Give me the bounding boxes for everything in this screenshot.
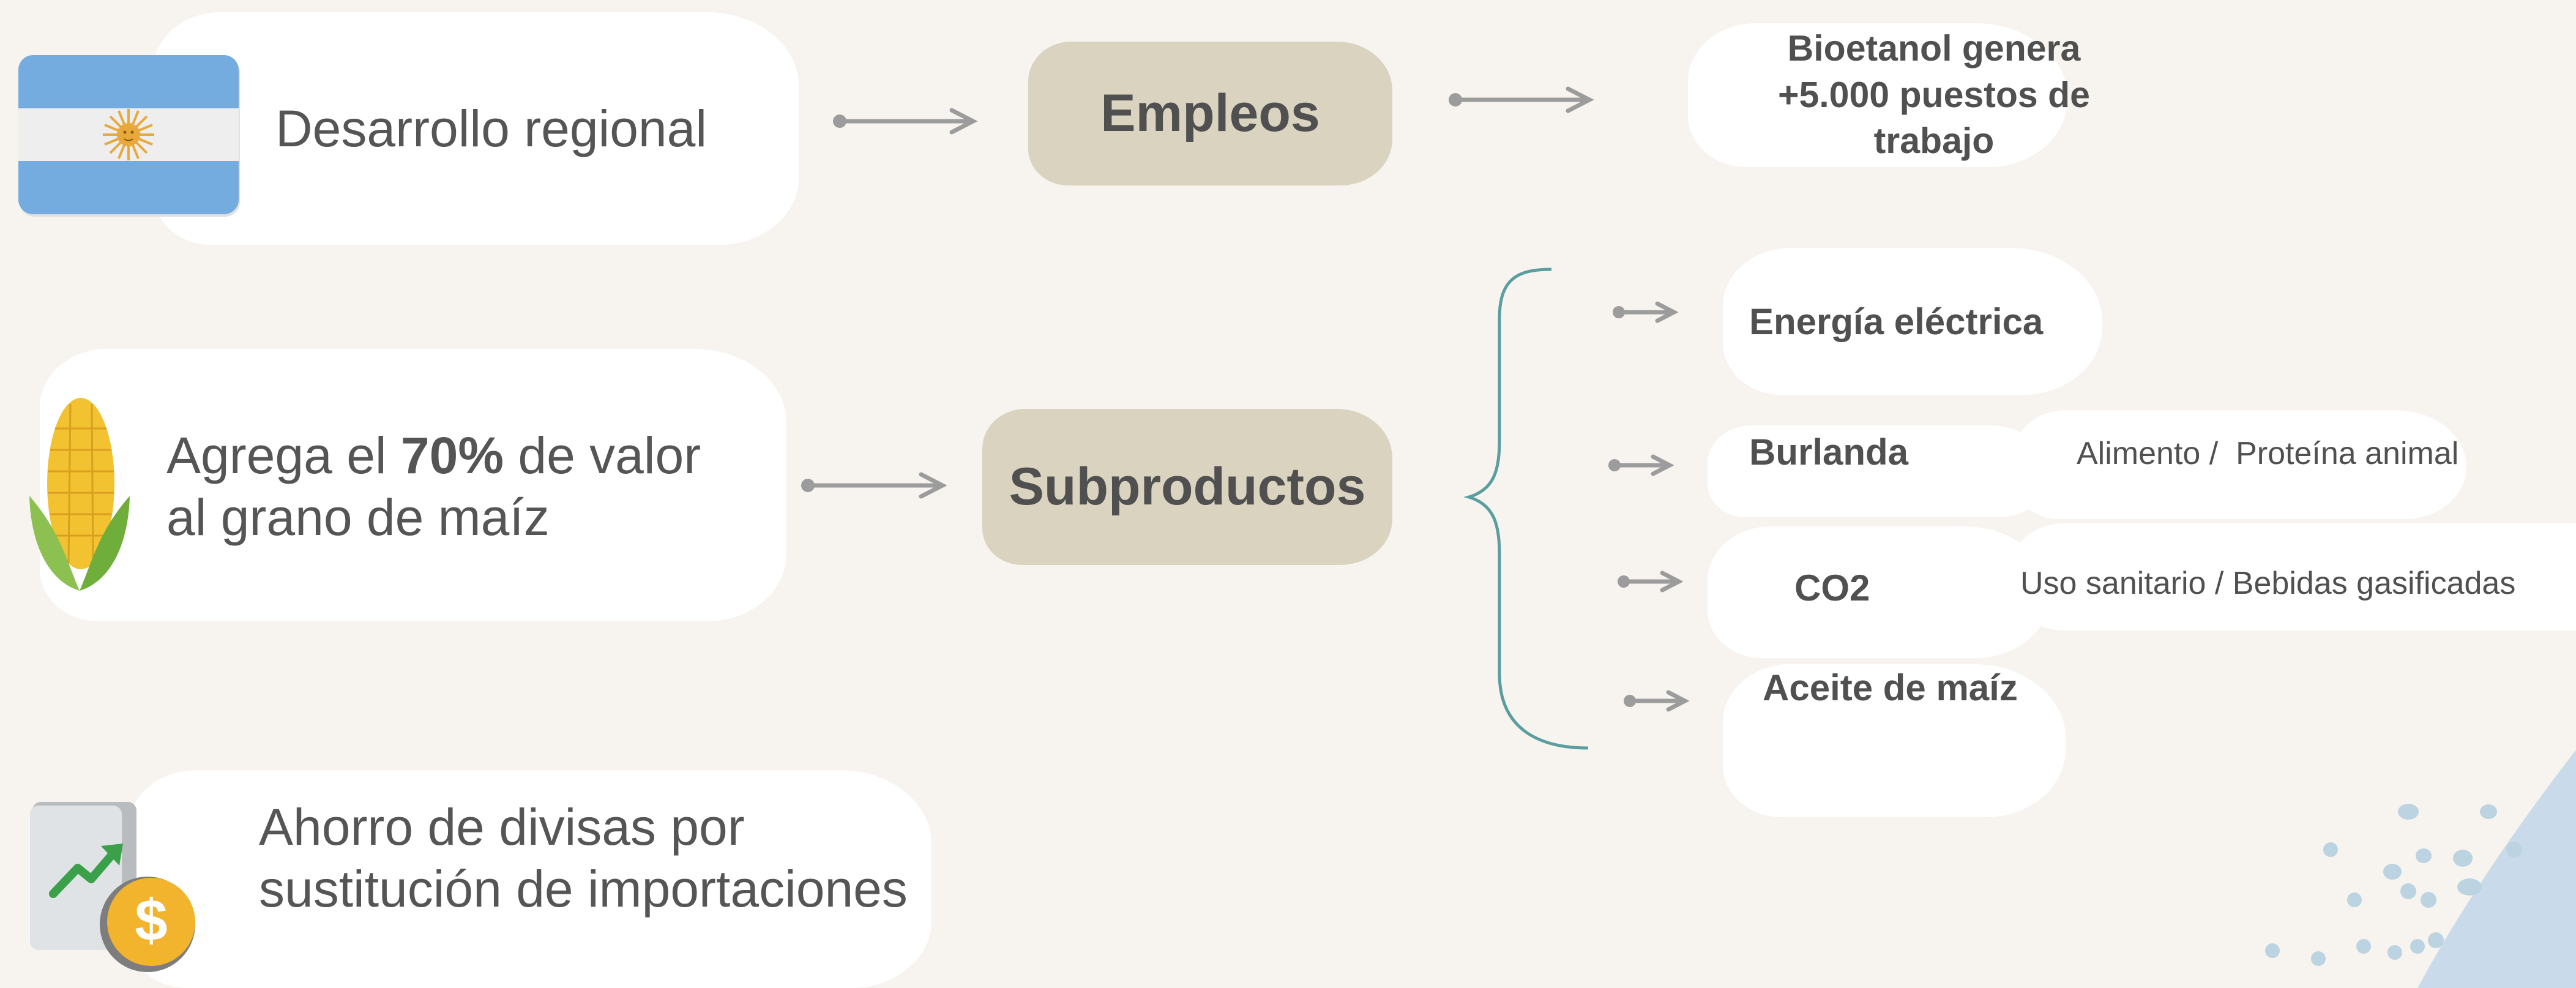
subproducto-burlanda: Burlanda (1749, 432, 1909, 473)
arrow-burlanda (1608, 454, 1674, 476)
svg-text:$: $ (135, 888, 167, 953)
ahorro-divisas-line2: sustitución de importaciones (259, 859, 908, 918)
subproducto-co2-detail: Uso sanitario / Bebidas gasificadas (2020, 566, 2516, 601)
arrow-valor-to-subproductos (801, 472, 947, 499)
arrow-empleos-to-detail (1449, 86, 1594, 113)
valor-agregado-line2: al grano de maíz (166, 488, 550, 546)
card-desarrollo-regional (153, 12, 799, 245)
card-burlanda (1708, 425, 2050, 517)
arrow-regional-to-empleos (833, 108, 978, 135)
hub-empleos-label: Empleos (1100, 84, 1320, 143)
card-ahorro-divisas (129, 770, 931, 988)
valor-percent: 70% (400, 427, 504, 484)
subproducto-co2: CO2 (1794, 567, 1870, 608)
card-aceite-maiz (1723, 664, 2066, 817)
arrow-energia (1613, 301, 1679, 323)
valor-agregado-line1: Agrega el 70% de valor (166, 427, 701, 484)
card-co2 (1708, 526, 2050, 658)
card-burlanda-detail (2014, 410, 2466, 519)
subproducto-energia-electrica: Energía eléctrica (1749, 301, 2044, 342)
empleos-detail-text: Bioetanol genera +5.000 puestos de traba… (1778, 28, 2090, 162)
arrow-aceite (1624, 690, 1690, 712)
desarrollo-regional-text: Desarrollo regional (275, 100, 707, 157)
valor-agregado-text: Agrega el 70% de valor al grano de maíz (166, 425, 701, 548)
card-energia-electrica (1723, 248, 2102, 395)
card-co2-detail (2009, 523, 2576, 631)
ahorro-divisas-text: Ahorro de divisas por sustitución de imp… (259, 796, 908, 920)
hub-subproductos: Subproductos (982, 409, 1392, 565)
subproducto-aceite-maiz: Aceite de maíz (1763, 667, 2018, 708)
hub-subproductos-label: Subproductos (1009, 457, 1366, 516)
subproducto-burlanda-detail: Alimento / Proteína animal (2077, 436, 2459, 471)
argentina-flag-icon (18, 55, 240, 217)
decorative-dots (2265, 804, 2522, 966)
ahorro-divisas-line1: Ahorro de divisas por (259, 798, 745, 856)
brace (1463, 268, 1589, 750)
card-valor-agregado (40, 349, 786, 621)
corn-icon (29, 398, 130, 591)
currency-growth-icon: $ (30, 802, 195, 972)
hub-empleos: Empleos (1028, 42, 1392, 185)
card-empleos-detail (1688, 23, 2067, 167)
arrow-co2 (1618, 571, 1684, 593)
